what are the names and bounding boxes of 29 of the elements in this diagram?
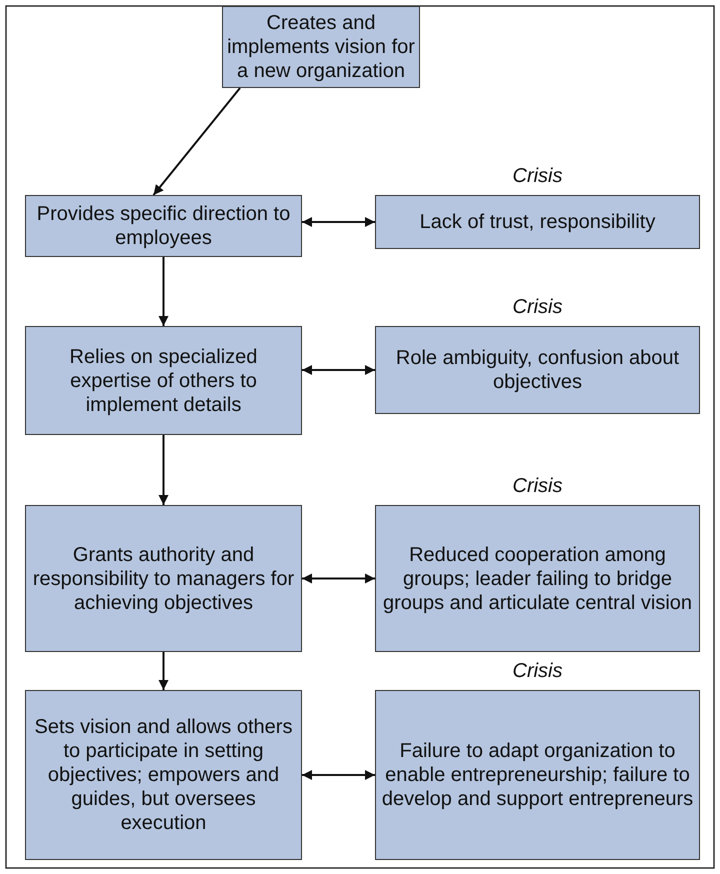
process-box (375, 195, 700, 249)
box-text: Reduced cooperation among groups; leader failing to bridge groups and articulate central vision (382, 542, 694, 614)
arrow (302, 574, 375, 584)
arrow (302, 217, 375, 227)
arrow (158, 435, 168, 505)
process-box (375, 505, 700, 652)
box-text: Provides specific direction to employees (36, 202, 292, 250)
arrow (302, 770, 375, 780)
arrow (302, 365, 375, 375)
arrow (158, 652, 168, 690)
arrow (158, 257, 168, 326)
process-box (375, 326, 700, 414)
box-text: Creates and implements vision for a new organization (227, 11, 415, 83)
crisis-caption: Crisis (512, 660, 564, 683)
box-text: Role ambiguity, confusion about objectives (394, 346, 680, 394)
process-box (25, 690, 302, 860)
box-text: Lack of trust, responsibility (420, 210, 656, 234)
box-text: Sets vision and allows others to participate in setting objectives; empowers and guides, but oversees execution (34, 715, 294, 835)
process-box (25, 326, 302, 435)
process-box (375, 690, 700, 860)
box-text: Failure to adapt organization to enable entrepreneurship; failure to develop and support entrepreneurs (380, 739, 694, 811)
crisis-caption: Crisis (512, 165, 564, 188)
arrow (152, 87, 241, 196)
box-text: Relies on specialized expertise of others to implement details (68, 344, 258, 416)
crisis-caption: Crisis (512, 296, 564, 319)
process-box (25, 505, 302, 652)
box-text: Grants authority and responsibility to managers for achieving objectives (32, 542, 296, 614)
process-box (25, 195, 302, 257)
crisis-caption: Crisis (512, 475, 564, 498)
